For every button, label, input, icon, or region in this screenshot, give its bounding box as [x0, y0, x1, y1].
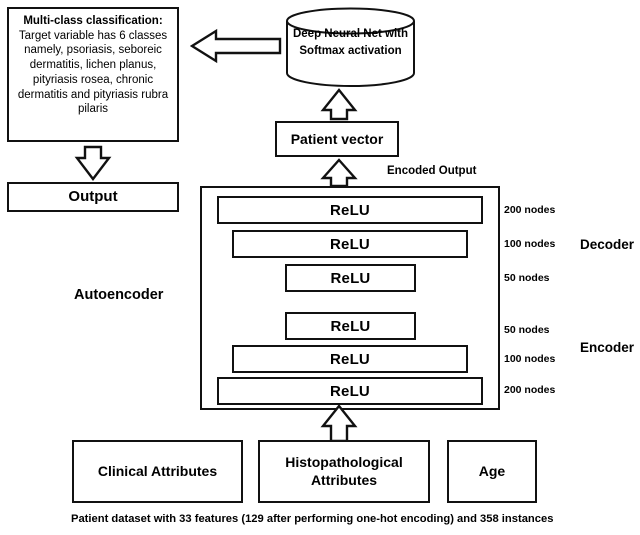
patient-vector-box: Patient vector — [275, 121, 399, 157]
clinical-attributes-box: Clinical Attributes — [72, 440, 243, 503]
output-label: Output — [68, 188, 118, 206]
autoencoder-label: Autoencoder — [74, 287, 164, 303]
arrow-up-icon-encoded-output — [320, 158, 358, 187]
classification-body: Target variable has 6 classes namely, ps… — [17, 29, 169, 116]
arrow-up-icon-to-autoencoder — [320, 404, 358, 442]
node-count-label: 200 nodes — [504, 384, 556, 396]
relu-label: ReLU — [330, 201, 370, 219]
decoder-section-label: Decoder — [580, 237, 635, 252]
classification-title: Multi-class classification: — [23, 15, 163, 27]
node-count-label: 50 nodes — [504, 324, 550, 336]
relu-label: ReLU — [330, 235, 370, 253]
histopathological-attributes-box: Histopathological Attributes — [258, 440, 430, 503]
multiclass-classification-box: Multi-class classification: Target varia… — [7, 7, 179, 142]
arrow-down-icon-to-output — [73, 145, 113, 181]
node-count-label: 50 nodes — [504, 272, 550, 284]
relu-label: ReLU — [330, 382, 370, 400]
relu-label: ReLU — [330, 269, 371, 287]
cylinder-icon — [286, 7, 415, 87]
arrow-left-icon — [190, 27, 282, 65]
relu-layer-bar: ReLU — [285, 264, 416, 292]
deep-neural-net-cylinder: Deep Neural Net with Softmax activation — [285, 7, 416, 87]
age-box: Age — [447, 440, 537, 503]
relu-layer-bar: ReLU — [217, 377, 483, 405]
relu-layer-bar: ReLU — [285, 312, 416, 340]
dataset-caption: Patient dataset with 33 features (129 af… — [71, 513, 554, 525]
node-count-label: 100 nodes — [504, 238, 556, 250]
arrow-up-icon-to-dnn — [320, 88, 358, 121]
relu-layer-bar: ReLU — [232, 230, 468, 258]
encoded-output-label: Encoded Output — [387, 165, 477, 177]
relu-layer-bar: ReLU — [217, 196, 483, 224]
output-box: Output — [7, 182, 179, 212]
histopathological-attributes-label: Histopathological Attributes — [285, 454, 403, 488]
node-count-label: 100 nodes — [504, 353, 556, 365]
deep-neural-net-label: Deep Neural Net with Softmax activation — [292, 28, 409, 57]
clinical-attributes-label: Clinical Attributes — [97, 463, 218, 480]
relu-layer-bar: ReLU — [232, 345, 468, 373]
age-label: Age — [478, 463, 506, 480]
node-count-label: 200 nodes — [504, 204, 556, 216]
encoder-section-label: Encoder — [580, 340, 635, 355]
relu-label: ReLU — [330, 350, 370, 368]
relu-label: ReLU — [330, 317, 371, 335]
patient-vector-label: Patient vector — [290, 130, 384, 147]
